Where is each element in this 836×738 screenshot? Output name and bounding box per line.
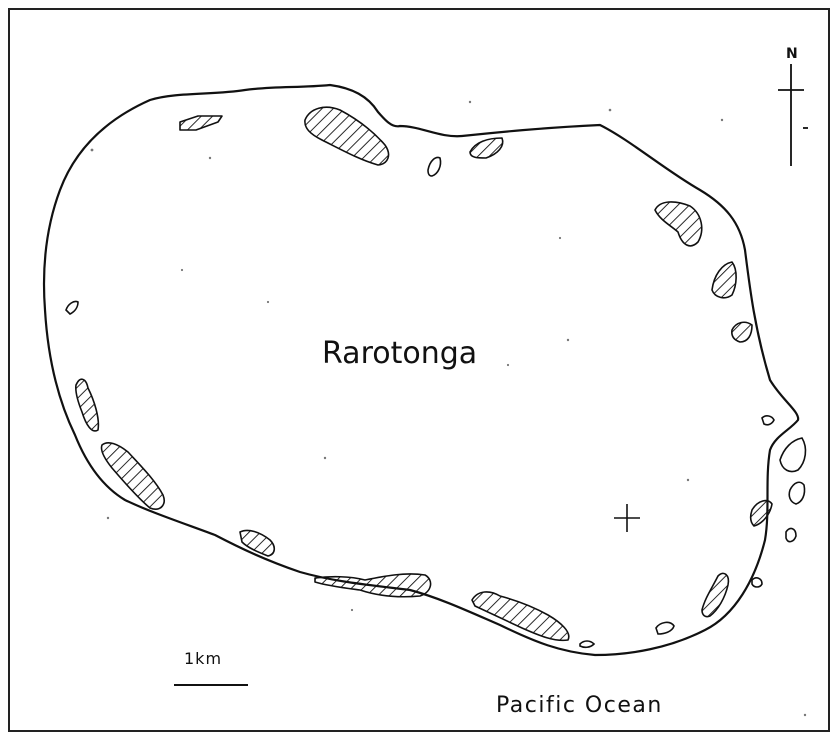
islets [65, 156, 807, 649]
islet-east-4 [785, 527, 797, 543]
islet-north [427, 156, 442, 177]
deposit-southwest-1 [239, 529, 276, 557]
islet-southeast-1 [751, 577, 763, 588]
deposit-north-1 [179, 115, 223, 131]
deposit-southeast-2 [749, 499, 773, 527]
island-coastline [42, 83, 800, 657]
deposit-west-1 [75, 378, 100, 432]
deposit-south-1 [314, 573, 432, 598]
ocean-label: Pacific Ocean [496, 693, 663, 718]
islet-east-3 [788, 481, 806, 505]
inland-dots [90, 100, 807, 717]
islet-east-2 [779, 437, 807, 473]
north-label: N [786, 46, 798, 62]
islet-east-1 [761, 415, 775, 426]
deposit-south-2 [471, 591, 570, 642]
north-arrow-icon [778, 64, 808, 166]
islet-south-2 [579, 640, 596, 649]
deposit-west-2 [100, 442, 165, 510]
islet-south-1 [655, 621, 675, 635]
center-marker-icon [614, 504, 640, 532]
islet-west [65, 300, 79, 315]
deposit-north-3 [469, 137, 504, 159]
deposit-northeast-1 [654, 201, 703, 247]
deposit-north-2 [304, 106, 390, 166]
hatched-deposits [75, 106, 773, 642]
deposit-southeast-1 [701, 572, 730, 618]
island-name-label: Rarotonga [322, 336, 477, 371]
deposit-east-1 [711, 261, 737, 299]
scale-label: 1km [184, 649, 222, 668]
deposit-east-2 [731, 321, 753, 343]
